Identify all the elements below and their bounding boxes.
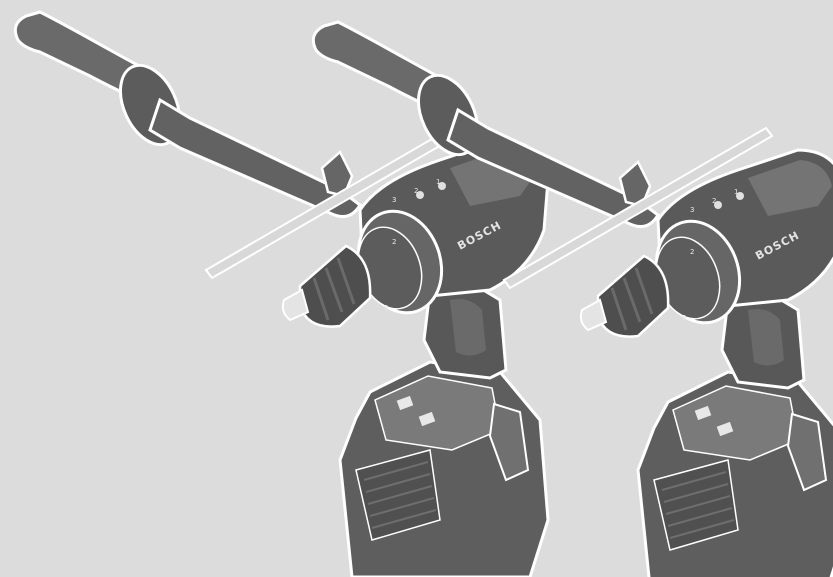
speed-mark-right-2: 2 (712, 197, 716, 205)
drill-right: BOSCH 1 2 3 2 5 (311, 20, 833, 577)
clutch-mark-left-5: 5 (384, 304, 388, 312)
speed-mark-left-3: 3 (392, 196, 396, 204)
speed-mark-right-1: 1 (734, 188, 738, 196)
speed-mark-right-3: 3 (690, 206, 694, 214)
speed-mark-left-1: 1 (436, 178, 440, 186)
speed-mark-left-2: 2 (414, 187, 418, 195)
clutch-mark-right-2: 2 (690, 248, 694, 256)
clutch-mark-right-5: 5 (682, 314, 686, 322)
drill-left: BOSCH 1 2 3 2 5 (13, 10, 550, 577)
clutch-mark-left-2: 2 (392, 238, 396, 246)
